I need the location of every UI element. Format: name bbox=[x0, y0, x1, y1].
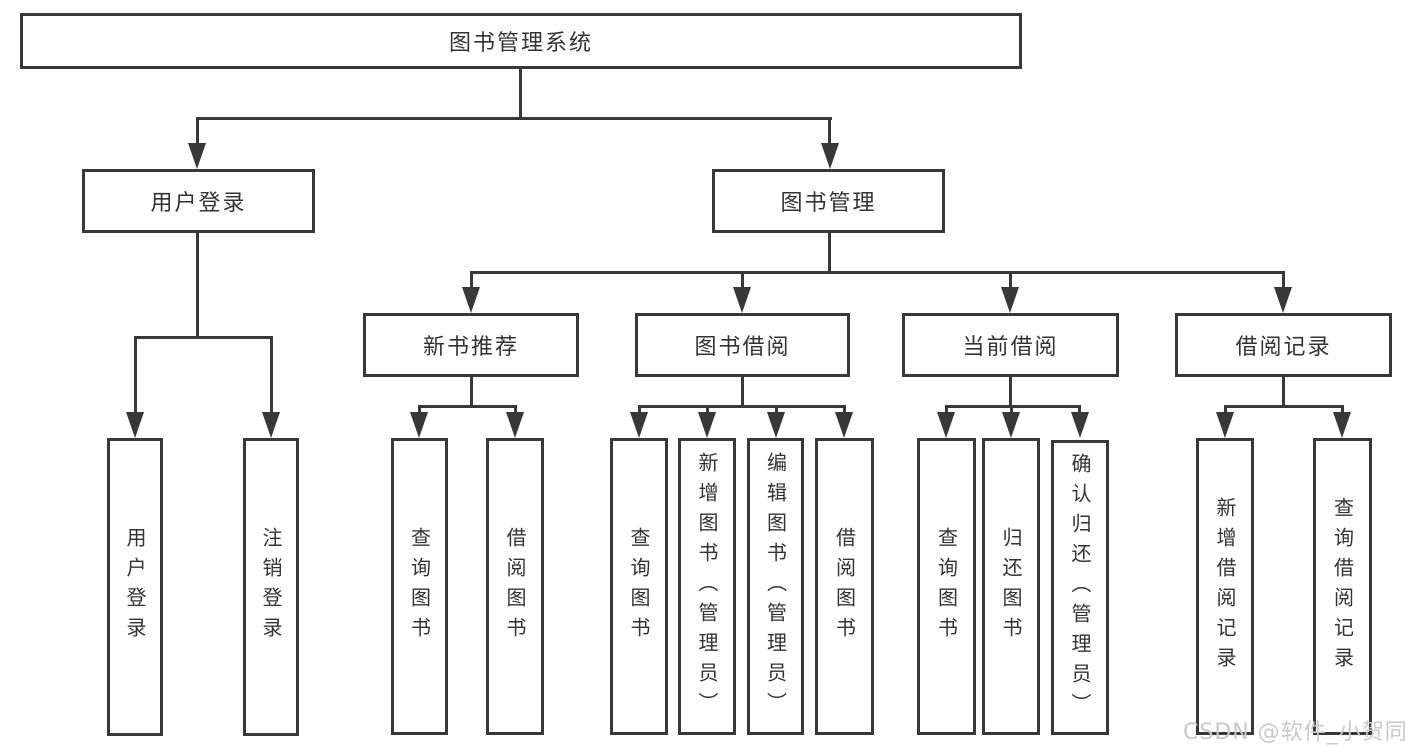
connector-line bbox=[1341, 405, 1344, 417]
connector-line bbox=[1009, 377, 1012, 407]
connector-arrowhead bbox=[410, 412, 428, 438]
node-new-book-recommend: 新书推荐 bbox=[363, 313, 579, 377]
connector-arrowhead bbox=[1071, 412, 1089, 438]
connector-line bbox=[1078, 405, 1081, 417]
node-book-management: 图书管理 bbox=[712, 169, 945, 233]
connector-line bbox=[470, 271, 473, 291]
connector-line bbox=[1282, 377, 1285, 407]
leaf-query-book-recommend: 查询图书 bbox=[391, 438, 448, 735]
leaf-add-book-admin: 新增图书（管理员） bbox=[678, 438, 736, 735]
node-current-borrow: 当前借阅 bbox=[902, 313, 1119, 377]
node-root-label: 图书管理系统 bbox=[448, 31, 593, 56]
leaf-add-borrow-record: 新增借阅记录 bbox=[1196, 438, 1254, 735]
connector-line bbox=[514, 405, 517, 417]
connector-line bbox=[134, 336, 273, 339]
connector-line bbox=[270, 336, 273, 416]
connector-line bbox=[638, 405, 641, 417]
leaf-edit-book-admin-label: 编辑图书（管理员） bbox=[763, 451, 788, 722]
connector-line bbox=[706, 405, 709, 417]
leaf-user-login-label: 用户登录 bbox=[123, 527, 147, 647]
connector-arrowhead bbox=[937, 412, 955, 438]
leaf-borrow-book: 借阅图书 bbox=[815, 438, 874, 735]
leaf-query-book-borrow: 查询图书 bbox=[610, 438, 668, 735]
leaf-edit-book-admin: 编辑图书（管理员） bbox=[747, 438, 804, 735]
connector-line bbox=[843, 405, 846, 417]
connector-line bbox=[1224, 405, 1227, 417]
leaf-return-book-label: 归还图书 bbox=[999, 526, 1023, 647]
connector-line bbox=[828, 233, 831, 273]
connector-arrowhead bbox=[767, 412, 785, 438]
connector-line bbox=[828, 117, 831, 145]
leaf-confirm-return-admin: 确认归还（管理员） bbox=[1051, 440, 1109, 735]
connector-arrowhead bbox=[188, 143, 206, 169]
connector-line bbox=[1224, 405, 1344, 408]
connector-arrowhead bbox=[821, 143, 839, 169]
connector-line bbox=[519, 69, 522, 119]
leaf-query-book-current: 查询图书 bbox=[917, 438, 976, 735]
node-borrow-record-label: 借阅记录 bbox=[1235, 335, 1332, 360]
connector-line bbox=[134, 336, 137, 416]
connector-arrowhead bbox=[698, 412, 716, 438]
node-user-login-label: 用户登录 bbox=[150, 191, 247, 216]
connector-line bbox=[418, 405, 421, 417]
node-book-management-label: 图书管理 bbox=[780, 191, 877, 216]
leaf-query-borrow-record: 查询借阅记录 bbox=[1313, 438, 1372, 735]
node-book-borrow-label: 图书借阅 bbox=[694, 335, 791, 360]
leaf-user-login: 用户登录 bbox=[107, 438, 163, 736]
leaf-logout-label: 注销登录 bbox=[259, 527, 283, 647]
connector-line bbox=[1010, 405, 1013, 417]
connector-line bbox=[741, 271, 744, 291]
node-user-login: 用户登录 bbox=[82, 169, 315, 233]
connector-line bbox=[638, 405, 846, 408]
leaf-logout: 注销登录 bbox=[243, 438, 299, 736]
leaf-query-book-borrow-label: 查询图书 bbox=[627, 526, 651, 647]
leaf-query-borrow-record-label: 查询借阅记录 bbox=[1330, 496, 1355, 677]
leaf-return-book: 归还图书 bbox=[982, 438, 1040, 735]
connector-arrowhead bbox=[1002, 412, 1020, 438]
connector-line bbox=[945, 405, 948, 417]
connector-line bbox=[775, 405, 778, 417]
node-book-borrow: 图书借阅 bbox=[635, 313, 850, 377]
leaf-query-book-recommend-label: 查询图书 bbox=[407, 526, 432, 647]
connector-arrowhead bbox=[126, 412, 144, 438]
connector-line bbox=[196, 117, 199, 145]
connector-arrowhead bbox=[506, 412, 524, 438]
connector-line bbox=[1282, 271, 1285, 291]
connector-arrowhead bbox=[835, 412, 853, 438]
connector-line bbox=[1009, 271, 1012, 291]
connector-arrowhead bbox=[462, 287, 480, 313]
leaf-add-book-admin-label: 新增图书（管理员） bbox=[695, 451, 719, 722]
connector-line bbox=[741, 377, 744, 407]
connector-line bbox=[196, 117, 832, 120]
leaf-confirm-return-admin-label: 确认归还（管理员） bbox=[1068, 452, 1092, 723]
connector-line bbox=[196, 233, 199, 338]
connector-arrowhead bbox=[733, 287, 751, 313]
connector-line bbox=[945, 405, 1081, 408]
connector-arrowhead bbox=[262, 412, 280, 438]
node-current-borrow-label: 当前借阅 bbox=[962, 335, 1059, 360]
connector-arrowhead bbox=[1216, 412, 1234, 438]
node-borrow-record: 借阅记录 bbox=[1175, 313, 1392, 377]
connector-arrowhead bbox=[1333, 412, 1351, 438]
connector-line bbox=[470, 377, 473, 407]
leaf-borrow-book-recommend-label: 借阅图书 bbox=[503, 526, 527, 647]
csdn-watermark: CSDN @软件_小贺同学 bbox=[1183, 720, 1405, 745]
connector-line bbox=[418, 405, 517, 408]
leaf-borrow-book-recommend: 借阅图书 bbox=[486, 438, 544, 735]
leaf-query-book-current-label: 查询图书 bbox=[934, 526, 959, 647]
node-new-book-recommend-label: 新书推荐 bbox=[422, 335, 519, 360]
node-root: 图书管理系统 bbox=[20, 13, 1022, 69]
connector-arrowhead bbox=[1274, 287, 1292, 313]
connector-line bbox=[470, 271, 1285, 274]
connector-arrowhead bbox=[1001, 287, 1019, 313]
connector-arrowhead bbox=[630, 412, 648, 438]
leaf-borrow-book-label: 借阅图书 bbox=[832, 526, 857, 647]
leaf-add-borrow-record-label: 新增借阅记录 bbox=[1213, 496, 1237, 677]
